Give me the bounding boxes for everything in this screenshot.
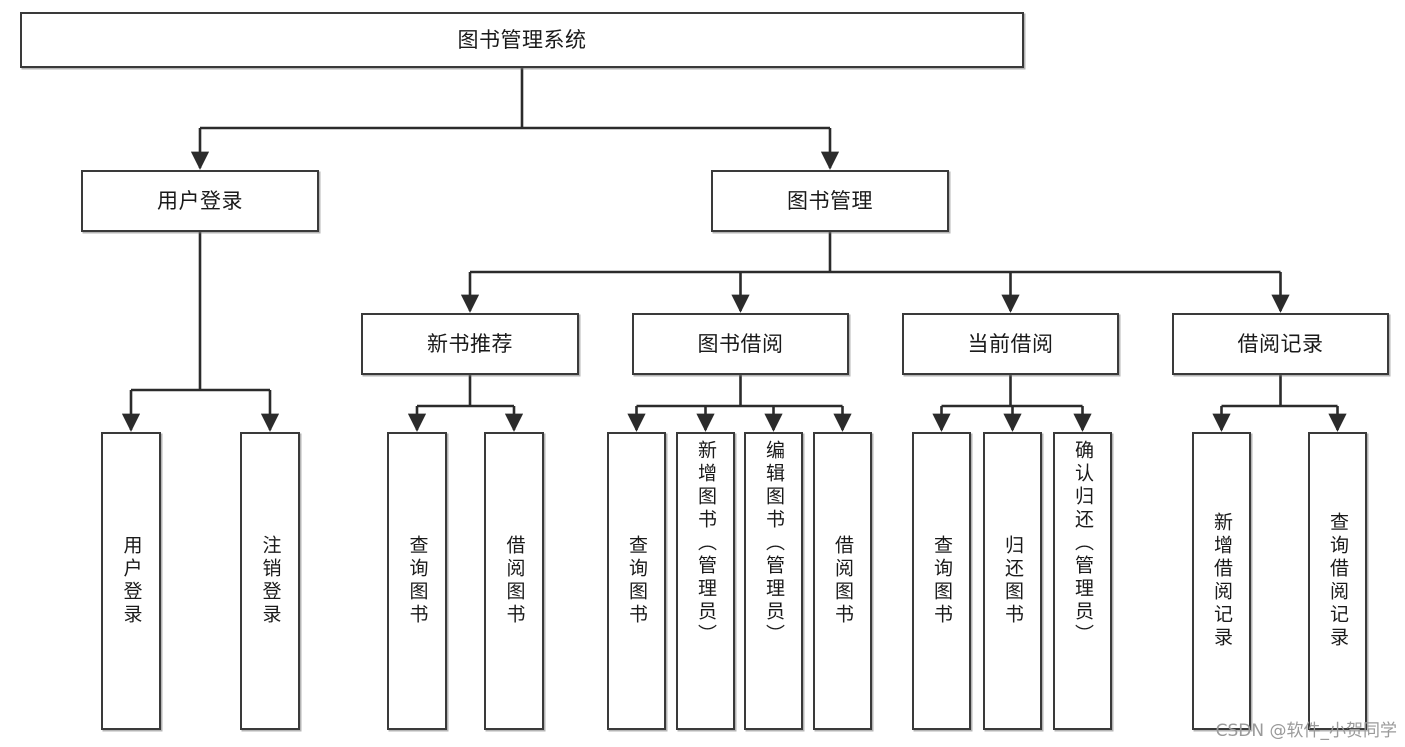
node-current-borrow[interactable]: 当前借阅 <box>902 313 1119 375</box>
node-label: 查询图书 <box>931 535 953 627</box>
node-label: 用户登录 <box>120 535 143 627</box>
node-leaf-cur-confirm[interactable]: 确认归还（管理员） <box>1053 432 1112 730</box>
node-label: 借阅记录 <box>1237 331 1324 356</box>
node-leaf-rec-borrow[interactable]: 借阅图书 <box>484 432 544 730</box>
node-label: 归还图书 <box>1002 535 1024 627</box>
node-root-system[interactable]: 图书管理系统 <box>20 12 1024 68</box>
node-leaf-book-edit[interactable]: 编辑图书（管理员） <box>744 432 803 730</box>
node-leaf-rec-query[interactable]: 查询图书 <box>387 432 447 730</box>
node-label: 当前借阅 <box>967 331 1054 356</box>
node-label: 借阅图书 <box>503 535 526 627</box>
node-label: 图书管理系统 <box>457 27 587 52</box>
node-book-borrow[interactable]: 图书借阅 <box>632 313 849 375</box>
node-leaf-rec-search[interactable]: 查询借阅记录 <box>1308 432 1367 730</box>
node-label: 新书推荐 <box>427 331 513 356</box>
node-label: 注销登录 <box>259 535 282 627</box>
node-user-login[interactable]: 用户登录 <box>81 170 319 232</box>
node-label: 查询借阅记录 <box>1327 512 1349 650</box>
node-borrow-record[interactable]: 借阅记录 <box>1172 313 1389 375</box>
node-label: 图书管理 <box>787 188 873 213</box>
node-leaf-rec-add[interactable]: 新增借阅记录 <box>1192 432 1251 730</box>
node-leaf-cur-return[interactable]: 归还图书 <box>983 432 1042 730</box>
node-label: 用户登录 <box>157 188 243 213</box>
node-label: 新增借阅记录 <box>1211 512 1233 650</box>
node-leaf-cur-query[interactable]: 查询图书 <box>912 432 971 730</box>
node-label: 查询图书 <box>626 535 648 627</box>
node-label: 借阅图书 <box>832 535 854 627</box>
node-book-manage[interactable]: 图书管理 <box>711 170 949 232</box>
node-leaf-user-login[interactable]: 用户登录 <box>101 432 161 730</box>
node-leaf-user-logout[interactable]: 注销登录 <box>240 432 300 730</box>
node-leaf-borrow-query[interactable]: 查询图书 <box>607 432 666 730</box>
node-label: 查询图书 <box>406 535 429 627</box>
node-label: 图书借阅 <box>697 331 784 356</box>
node-new-book-rec[interactable]: 新书推荐 <box>361 313 579 375</box>
node-leaf-book-borrow[interactable]: 借阅图书 <box>813 432 872 730</box>
node-label: 新增图书（管理员） <box>695 440 717 647</box>
watermark-text: CSDN @软件_小贺同学 <box>1215 721 1397 741</box>
node-label: 编辑图书（管理员） <box>763 440 785 647</box>
node-leaf-book-add[interactable]: 新增图书（管理员） <box>676 432 735 730</box>
node-label: 确认归还（管理员） <box>1072 440 1094 647</box>
